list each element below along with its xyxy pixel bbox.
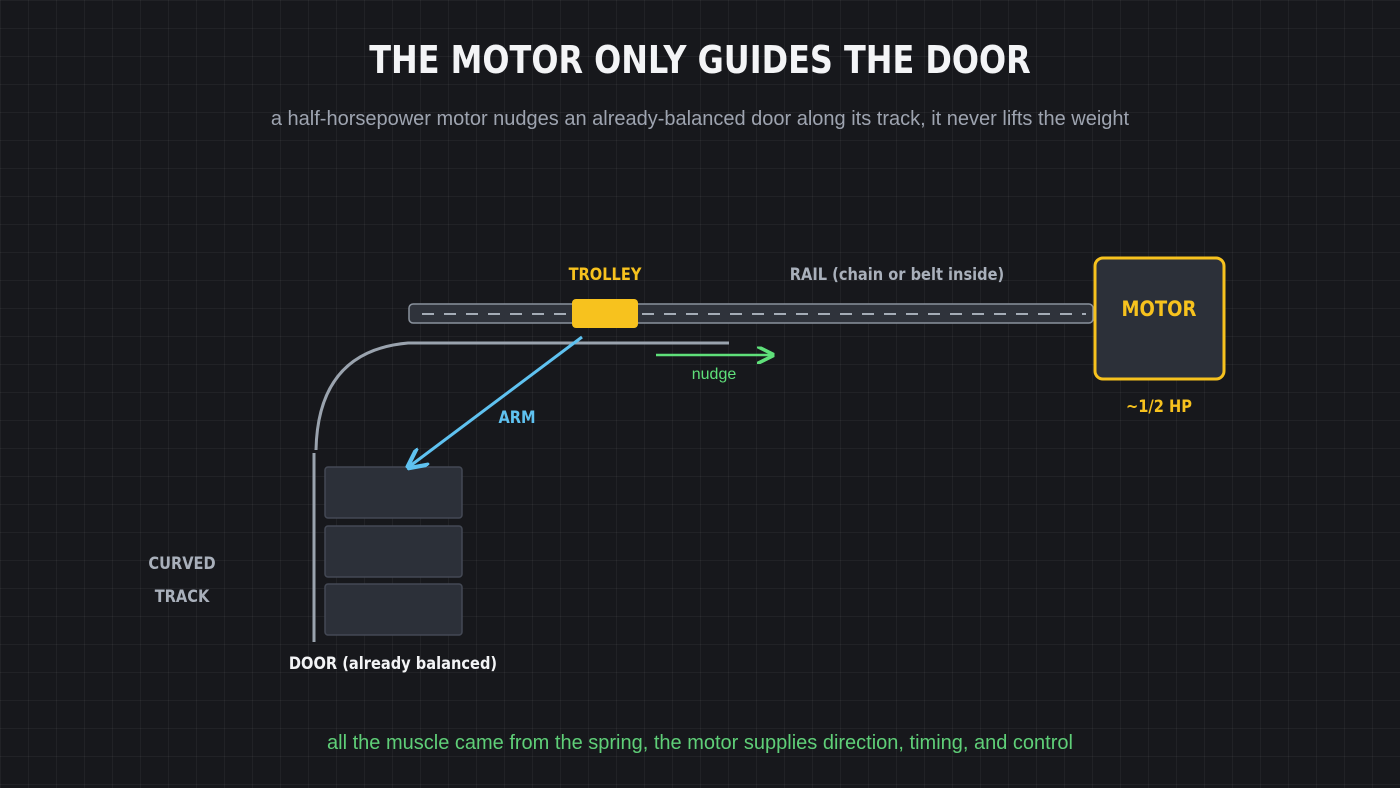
arm-arrow [410, 335, 583, 466]
curved-track-label-line1: CURVED [148, 553, 215, 573]
arm-label: ARM [498, 407, 535, 427]
page-subtitle: a half-horsepower motor nudges an alread… [270, 108, 1130, 130]
motor-label: MOTOR [1122, 297, 1197, 322]
rail-label: RAIL (chain or belt inside) [790, 264, 1004, 284]
page-title: THE MOTOR ONLY GUIDES THE DOOR [369, 38, 1031, 82]
trolley-label: TROLLEY [569, 264, 642, 284]
door [324, 466, 463, 636]
door-panel-bottom [324, 583, 463, 636]
motor-power-label: ~1/2 HP [1126, 396, 1192, 416]
footer-note: all the muscle came from the spring, the… [327, 732, 1073, 754]
door-label: DOOR (already balanced) [289, 653, 497, 673]
rail [408, 303, 1094, 324]
nudge-label: nudge [692, 366, 737, 383]
trolley [572, 299, 638, 328]
motor-box [1093, 256, 1226, 381]
curved-track-label-line2: TRACK [155, 586, 210, 606]
door-panel-middle [324, 525, 463, 578]
door-panel-top [324, 466, 463, 519]
track-curve [314, 341, 424, 451]
